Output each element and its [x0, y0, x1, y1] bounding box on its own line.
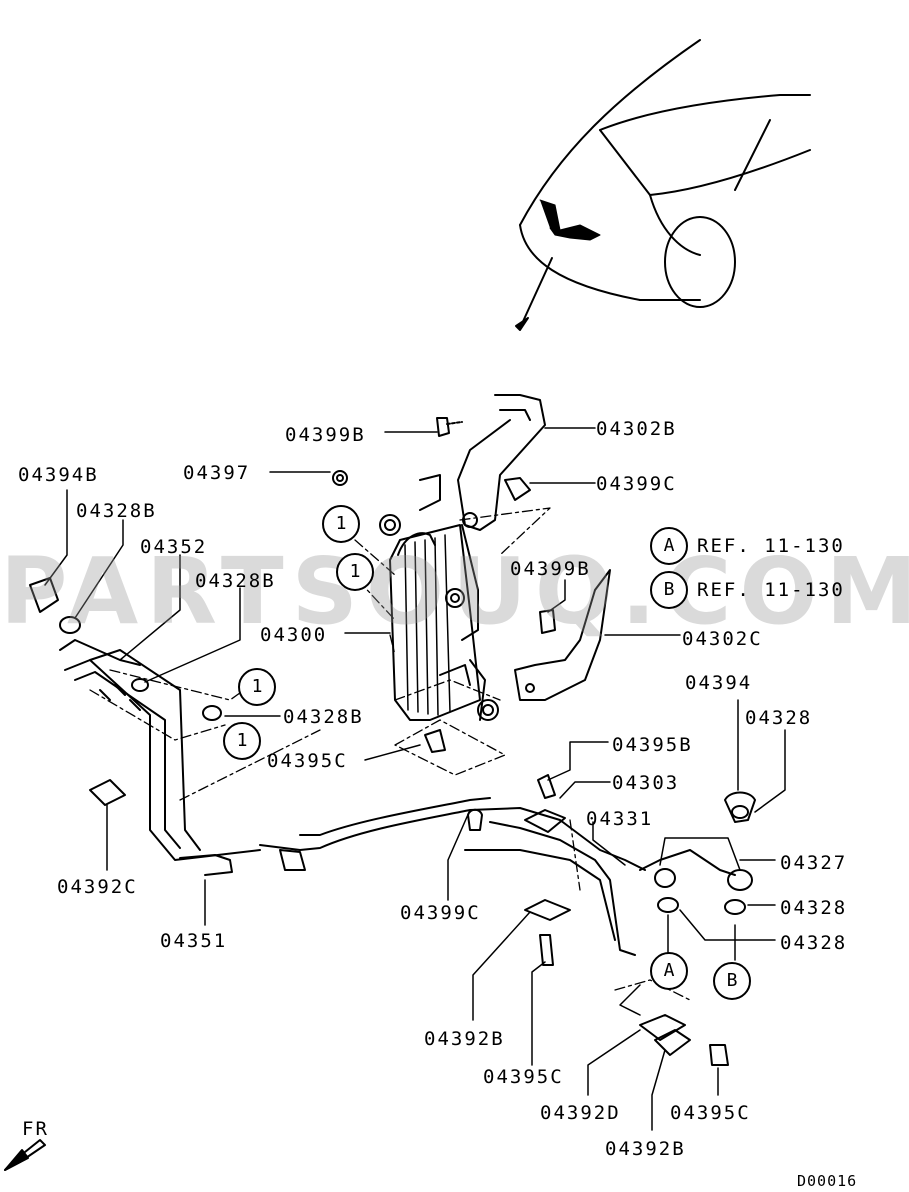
part-label-04328-mid[interactable]: 04328: [780, 897, 848, 919]
callout-one-marker: 1: [322, 505, 360, 543]
part-label-04303[interactable]: 04303: [612, 772, 680, 794]
part-label-04328b-a[interactable]: 04328B: [76, 500, 157, 522]
part-label-04395c-mid[interactable]: 04395C: [483, 1066, 564, 1088]
callout-one-marker: 1: [238, 668, 276, 706]
part-label-04328b-c[interactable]: 04328B: [283, 706, 364, 728]
oil-hoses-illustration: [29, 577, 756, 956]
part-label-04328-top[interactable]: 04328: [745, 707, 813, 729]
part-label-04392c[interactable]: 04392C: [57, 876, 138, 898]
part-label-04395b[interactable]: 04395B: [612, 734, 693, 756]
part-label-04352[interactable]: 04352: [140, 536, 208, 558]
front-direction-arrow: [4, 1139, 46, 1171]
part-label-04399c-top[interactable]: 04399C: [596, 473, 677, 495]
part-label-04328b-b[interactable]: 04328B: [195, 570, 276, 592]
oil-cooler-illustration: [379, 514, 499, 721]
part-label-04351[interactable]: 04351: [160, 930, 228, 952]
ref-badge-a: A: [650, 527, 688, 565]
callout-one-marker: 1: [336, 553, 374, 591]
part-label-04302c[interactable]: 04302C: [682, 628, 763, 650]
diagram-code: D00016: [797, 1172, 858, 1190]
part-label-04328-low[interactable]: 04328: [780, 932, 848, 954]
upper-bracket-illustration: [332, 394, 546, 531]
leader-lines: [44, 427, 786, 1131]
part-label-04331[interactable]: 04331: [586, 808, 654, 830]
part-label-04395c-left[interactable]: 04395C: [267, 750, 348, 772]
callout-one-marker: 1: [223, 722, 261, 760]
part-label-04327[interactable]: 04327: [780, 852, 848, 874]
part-label-04302b[interactable]: 04302B: [596, 418, 677, 440]
part-label-04399b-top[interactable]: 04399B: [285, 424, 366, 446]
part-label-04395c-right[interactable]: 04395C: [670, 1102, 751, 1124]
ref-badge-b: B: [650, 571, 688, 609]
part-label-04300[interactable]: 04300: [260, 624, 328, 646]
ref-text-a[interactable]: REF. 11-130: [697, 535, 845, 557]
right-bracket-illustration: [514, 569, 611, 701]
callout-a-marker: A: [650, 952, 688, 990]
part-label-04394[interactable]: 04394: [685, 672, 753, 694]
part-label-04399b-mid[interactable]: 04399B: [510, 558, 591, 580]
callout-b-marker: B: [713, 962, 751, 1000]
front-label: FR: [22, 1118, 49, 1140]
part-label-04399c-bot[interactable]: 04399C: [400, 902, 481, 924]
part-label-04392b-bot[interactable]: 04392B: [605, 1138, 686, 1160]
part-label-04392d[interactable]: 04392D: [540, 1102, 621, 1124]
part-label-04397[interactable]: 04397: [183, 462, 251, 484]
part-label-04394b[interactable]: 04394B: [18, 464, 99, 486]
part-label-04392b-mid[interactable]: 04392B: [424, 1028, 505, 1050]
ref-text-b[interactable]: REF. 11-130: [697, 579, 845, 601]
vehicle-locator-illustration: [515, 39, 811, 331]
